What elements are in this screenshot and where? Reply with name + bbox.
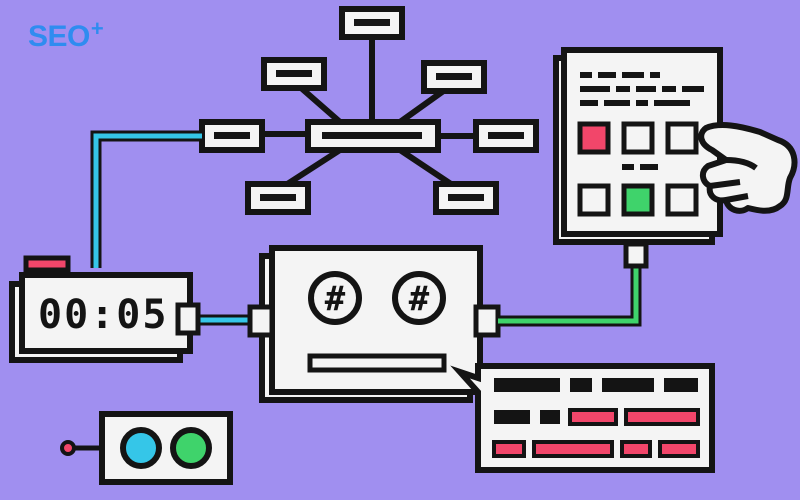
timer-display: 00:05 (38, 292, 168, 338)
robot-left-eye: # (325, 279, 346, 319)
timer-icon (9, 255, 201, 363)
toggle-lights-icon (60, 411, 233, 485)
brand-logo: SEO+ (28, 16, 104, 54)
cyan-wire (90, 130, 256, 326)
brand-plus: + (90, 16, 104, 41)
hierarchy-diagram-icon (199, 6, 539, 215)
green-wire (498, 241, 649, 327)
hierarchy-box-lines (214, 19, 524, 201)
brand-name: SEO (28, 20, 90, 53)
robot-face-icon (247, 245, 501, 403)
robot-right-eye: # (409, 279, 430, 319)
speech-bubble-icon (450, 363, 715, 473)
document-panel-icon (553, 47, 723, 245)
pointing-hand-icon (698, 122, 798, 214)
